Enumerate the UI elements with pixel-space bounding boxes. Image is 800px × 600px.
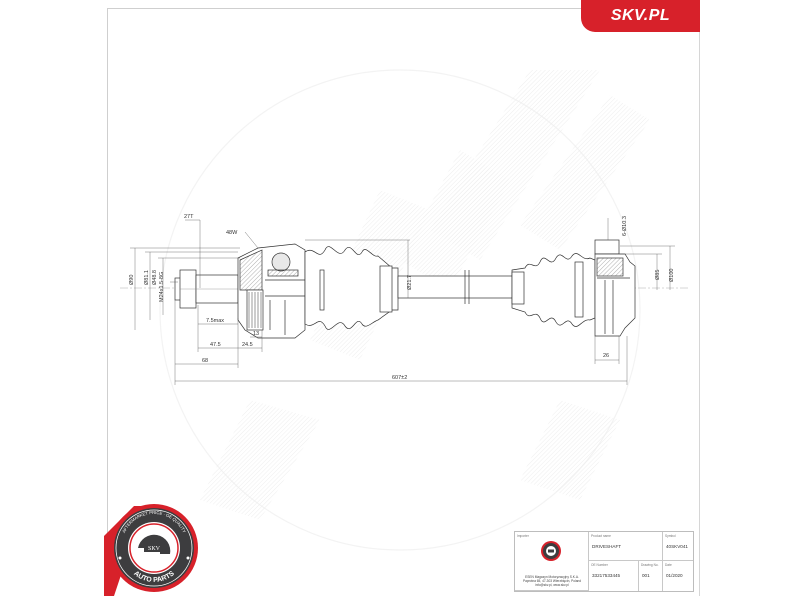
oe-number-cell: OE Number 33217533445: [589, 561, 639, 591]
label-right-width: 26: [603, 353, 609, 359]
drawing-no-cell: Drawing No. 001: [639, 561, 663, 591]
label-dim-47-5: 47.5: [210, 342, 221, 348]
dimension-lines: [130, 218, 675, 385]
label-dim-13: 13: [253, 331, 259, 337]
label-thread: 27T: [184, 214, 194, 220]
label-dia-outer-left: Ø90: [129, 275, 135, 285]
left-stub: [174, 269, 239, 309]
importer-company: ESEN Magazyn Motoryzacyjny S.K.A. Paprot…: [522, 575, 582, 587]
label-dia-mid-left: Ø81.1: [144, 270, 150, 285]
right-cv-joint: [594, 239, 636, 337]
label-right-dia-inner: Ø85: [655, 270, 661, 280]
product-name-cell: Product name DRIVESHAFT: [589, 532, 663, 561]
label-abs-ring: 48W: [226, 230, 238, 236]
label-overall-length: 607±2: [392, 375, 407, 381]
label-dim-7-5: 7.5max: [206, 318, 224, 324]
date-cell: Date 01/2020: [665, 563, 683, 578]
product-name: DRIVESHAFT: [592, 544, 622, 549]
label-shaft-dia: Ø21.7: [407, 275, 413, 290]
right-boot: [511, 253, 596, 327]
drawing-frame: [107, 8, 700, 596]
importer-label: Importer: [517, 534, 529, 538]
label-dia-inner-left: Ø48.8: [152, 270, 158, 285]
label-right-holes: 6-Ø10.3: [622, 216, 628, 236]
date: 01/2020: [666, 573, 683, 578]
label-thread-spec: M24x1.5-8G: [159, 272, 165, 302]
symbol-cell: Symbol 40SKV041: [663, 532, 693, 561]
drawing-no: 001: [642, 573, 650, 578]
brand-logo-text: SKV.PL: [610, 7, 671, 24]
label-dim-24-5: 24.5: [242, 342, 253, 348]
title-block: Importer ESEN Magazyn Motoryzacyjny S.K.…: [514, 531, 694, 592]
symbol: 40SKV041: [666, 544, 688, 549]
badge-center-text: SKV: [148, 546, 161, 552]
label-right-dia-outer: Ø100: [669, 269, 675, 282]
left-cv-joint: [237, 243, 306, 339]
oe-number: 33217533445: [592, 573, 621, 578]
importer-logo-icon: [541, 541, 561, 561]
label-dim-68: 68: [202, 358, 208, 364]
importer-cell: Importer ESEN Magazyn Motoryzacyjny S.K.…: [515, 532, 589, 591]
left-boot: [304, 246, 399, 330]
skv-auto-parts-badge: SKV AFTERMARKET PRICE · OE QUALITY AUTO …: [104, 504, 198, 596]
brand-logo: SKV.PL: [581, 0, 700, 32]
